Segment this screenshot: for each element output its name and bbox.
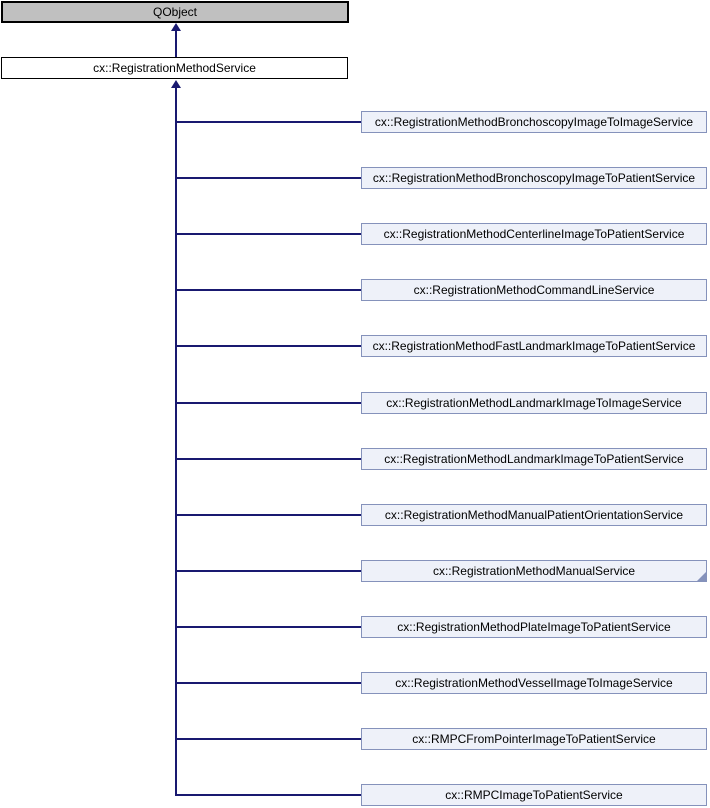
class-node-label: cx::RMPCFromPointerImageToPatientService	[412, 732, 656, 746]
class-node[interactable]: cx::RegistrationMethodFastLandmarkImageT…	[361, 335, 707, 357]
inheritance-edge-branch	[176, 794, 361, 796]
inheritance-edge-branch	[176, 177, 361, 179]
inheritance-edge-branch	[176, 233, 361, 235]
inheritance-edge-branch	[176, 402, 361, 404]
class-node[interactable]: cx::RegistrationMethodPlateImageToPatien…	[361, 616, 707, 638]
class-node-label: cx::RegistrationMethodBronchoscopyImageT…	[372, 171, 696, 185]
inheritance-edge-branch	[176, 345, 361, 347]
inheritance-edge-branch	[176, 570, 361, 572]
inheritance-edge-branch	[176, 626, 361, 628]
class-node[interactable]: cx::RMPCFromPointerImageToPatientService	[361, 728, 707, 750]
inheritance-edge-branch	[176, 682, 361, 684]
class-node[interactable]: cx::RegistrationMethodManualService	[361, 560, 707, 582]
inheritance-edge-trunk	[175, 88, 177, 796]
class-node-qobject: QObject	[1, 1, 349, 23]
inheritance-edge-branch	[176, 458, 361, 460]
class-node-label: cx::RegistrationMethodManualService	[432, 564, 636, 578]
class-node[interactable]: cx::RMPCImageToPatientService	[361, 784, 707, 806]
class-node[interactable]: cx::RegistrationMethodLandmarkImageToIma…	[361, 392, 707, 414]
class-node-label: cx::RegistrationMethodVesselImageToImage…	[395, 676, 673, 690]
inheritance-edge	[175, 31, 177, 57]
class-node[interactable]: cx::RegistrationMethodCommandLineService	[361, 279, 707, 301]
class-node-label: cx::RegistrationMethodBronchoscopyImageT…	[374, 115, 694, 129]
inheritance-arrowhead	[171, 80, 181, 88]
class-node[interactable]: cx::RegistrationMethodBronchoscopyImageT…	[361, 111, 707, 133]
class-node-label: cx::RMPCImageToPatientService	[445, 788, 623, 802]
inheritance-edge-branch	[176, 738, 361, 740]
class-node-label: cx::RegistrationMethodPlateImageToPatien…	[397, 620, 671, 634]
class-node-label: cx::RegistrationMethodCommandLineService	[413, 283, 655, 297]
class-node[interactable]: cx::RegistrationMethodCenterlineImageToP…	[361, 223, 707, 245]
inheritance-edge-branch	[176, 289, 361, 291]
class-node-label: cx::RegistrationMethodLandmarkImageToIma…	[386, 396, 682, 410]
class-node[interactable]: cx::RegistrationMethodLandmarkImageToPat…	[361, 448, 707, 470]
class-node-registration-method-service[interactable]: cx::RegistrationMethodService	[1, 57, 348, 79]
class-node[interactable]: cx::RegistrationMethodManualPatientOrien…	[361, 504, 707, 526]
class-node-label: cx::RegistrationMethodFastLandmarkImageT…	[372, 339, 696, 353]
class-node-label: cx::RegistrationMethodCenterlineImageToP…	[383, 227, 685, 241]
class-node-label: QObject	[152, 5, 197, 19]
inheritance-arrowhead	[171, 23, 181, 31]
class-node[interactable]: cx::RegistrationMethodBronchoscopyImageT…	[361, 167, 707, 189]
inheritance-edge-branch	[176, 514, 361, 516]
class-node-label: cx::RegistrationMethodService	[93, 61, 256, 75]
class-node-label: cx::RegistrationMethodLandmarkImageToPat…	[384, 452, 684, 466]
class-node[interactable]: cx::RegistrationMethodVesselImageToImage…	[361, 672, 707, 694]
class-node-label: cx::RegistrationMethodManualPatientOrien…	[384, 508, 684, 522]
has-derived-classes-marker	[697, 572, 706, 581]
inheritance-edge-branch	[176, 121, 361, 123]
